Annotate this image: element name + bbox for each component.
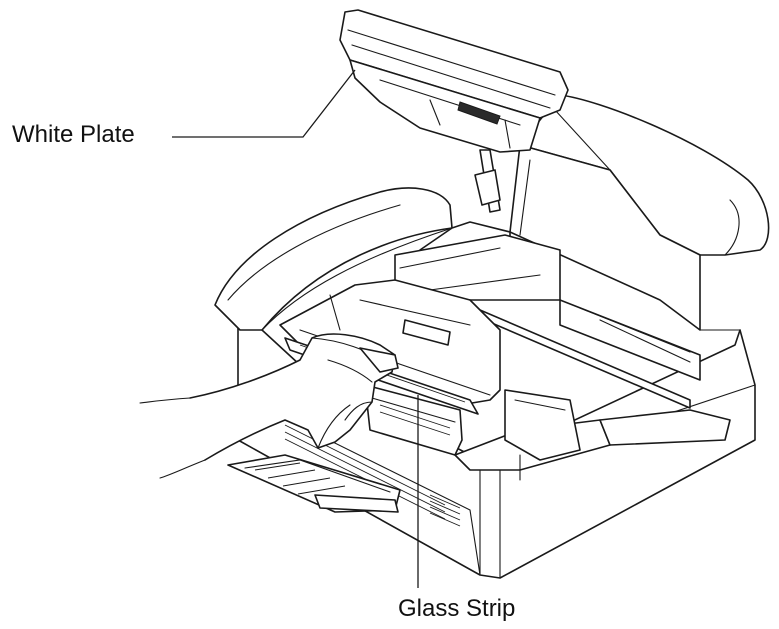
glass-strip-label: Glass Strip	[398, 595, 516, 622]
hand-with-cloth	[139, 333, 399, 479]
white-plate-label: White Plate	[12, 121, 135, 148]
scanner-lid	[339, 9, 569, 213]
open-top-cover	[509, 94, 770, 331]
handset-cradle	[214, 187, 453, 331]
interior-rails	[394, 221, 701, 409]
white-plate-leader-line	[172, 69, 356, 138]
output-tray	[227, 454, 461, 527]
right-compartment	[454, 389, 731, 481]
